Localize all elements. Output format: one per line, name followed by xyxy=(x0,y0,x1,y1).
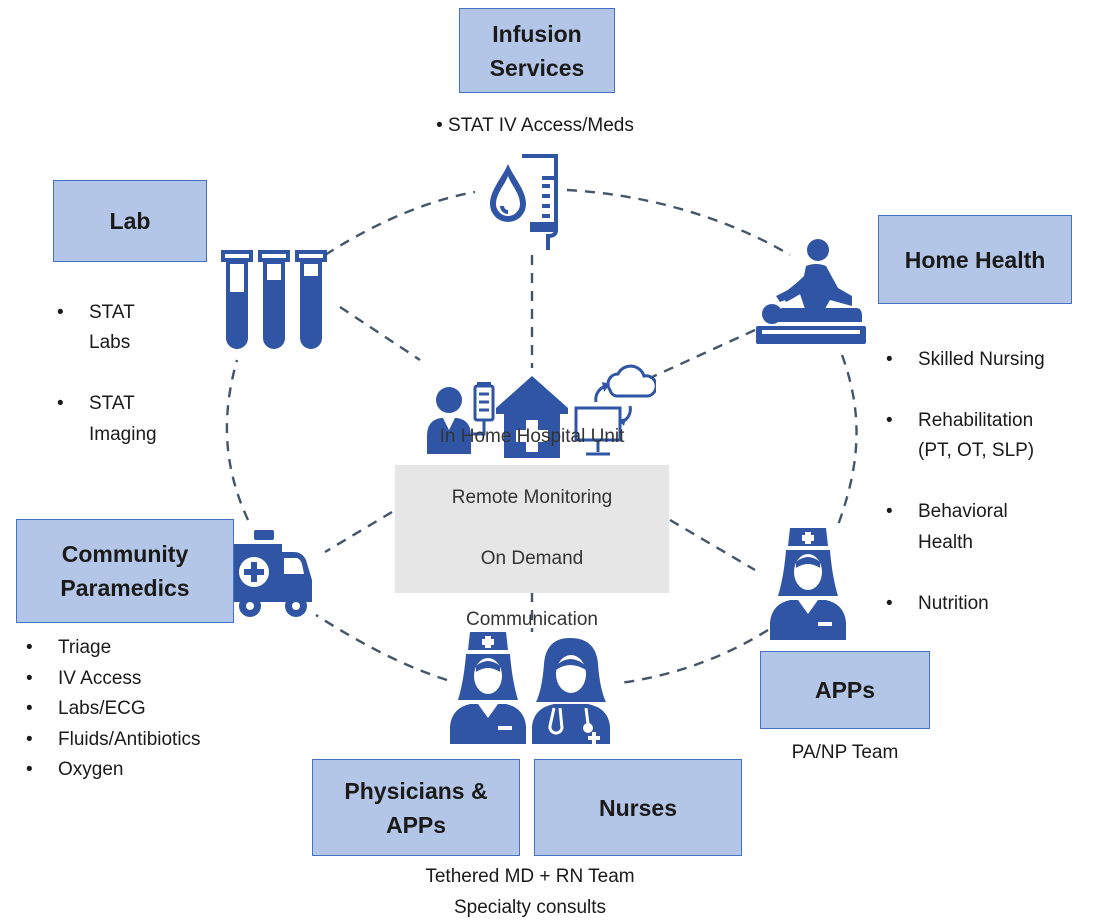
list-item: Oxygen xyxy=(24,755,244,786)
home-hospital-icon xyxy=(496,376,568,458)
community-paramedics-list: Triage IV Access Labs/ECG Fluids/Antibio… xyxy=(24,633,244,786)
infusion-services-title: Infusion Services xyxy=(489,20,585,81)
ring-arc-lab-infusion xyxy=(324,190,476,257)
community-paramedics-title: Community Paramedics xyxy=(60,541,190,601)
doctor-stethoscope-icon xyxy=(532,638,610,744)
ring-arc-homehealth-apps xyxy=(836,354,858,526)
list-item: Labs/ECG xyxy=(24,694,244,725)
team-caption: Tethered MD + RN Team Specialty consults xyxy=(425,866,635,918)
list-item: STAT Labs xyxy=(55,298,205,359)
infusion-services-box: Infusion Services xyxy=(459,8,615,93)
list-item: Behavioral Health xyxy=(884,497,1090,558)
physicians-apps-box: Physicians & APPs xyxy=(312,759,520,856)
ring-arc-infusion-homehealth xyxy=(566,188,791,257)
ambulance-icon xyxy=(234,530,312,617)
list-item: IV Access xyxy=(24,664,244,695)
list-item: Skilled Nursing xyxy=(884,345,1090,376)
iv-bag-icon xyxy=(490,154,558,250)
center-line: Remote Monitoring xyxy=(451,487,613,509)
spoke-apps xyxy=(669,518,756,572)
community-paramedics-box: Community Paramedics xyxy=(16,519,234,623)
spoke-homehealth xyxy=(649,328,756,380)
ring-arc-paramedics-lab xyxy=(225,359,250,521)
ring-arc-apps-nurses xyxy=(619,628,769,685)
lab-title: Lab xyxy=(109,208,151,234)
infusion-services-caption: • STAT IV Access/Meds xyxy=(436,115,634,136)
monitor-cloud-icon xyxy=(574,364,656,456)
doctor-with-iv-icon xyxy=(427,382,495,454)
list-item: Rehabilitation (PT, OT, SLP) xyxy=(884,406,1090,467)
lab-box: Lab xyxy=(53,180,207,262)
list-item: Nutrition xyxy=(884,589,1090,620)
nurses-title: Nurses xyxy=(599,794,677,821)
apps-box: APPs xyxy=(760,651,930,729)
center-line: In Home Hospital Unit xyxy=(439,426,625,448)
list-item: Triage xyxy=(24,633,244,664)
list-item: Fluids/Antibiotics xyxy=(24,725,244,756)
nurse-icon xyxy=(770,528,846,640)
apps-caption: PA/NP Team xyxy=(791,742,899,763)
ring-arc-physicians-paramedics xyxy=(315,613,448,682)
center-hub-box: In Home Hospital Unit Remote Monitoring … xyxy=(395,426,669,630)
home-health-title: Home Health xyxy=(904,246,1046,273)
home-health-box: Home Health xyxy=(878,215,1072,304)
physicians-apps-title: Physicians & APPs xyxy=(344,777,488,838)
list-item: STAT Imaging xyxy=(55,389,205,450)
apps-title: APPs xyxy=(814,677,876,703)
lab-list: STAT Labs STAT Imaging xyxy=(55,267,205,481)
physical-therapy-icon xyxy=(756,239,866,344)
spoke-lab xyxy=(339,305,421,362)
center-line: On Demand xyxy=(480,548,584,570)
nurse-icon xyxy=(450,632,526,744)
spoke-paramedics xyxy=(324,510,393,554)
center-line: Communication xyxy=(465,609,598,631)
test-tubes-icon xyxy=(221,250,327,349)
nurses-box: Nurses xyxy=(534,759,742,856)
home-health-list: Skilled Nursing Rehabilitation (PT, OT, … xyxy=(884,314,1090,650)
